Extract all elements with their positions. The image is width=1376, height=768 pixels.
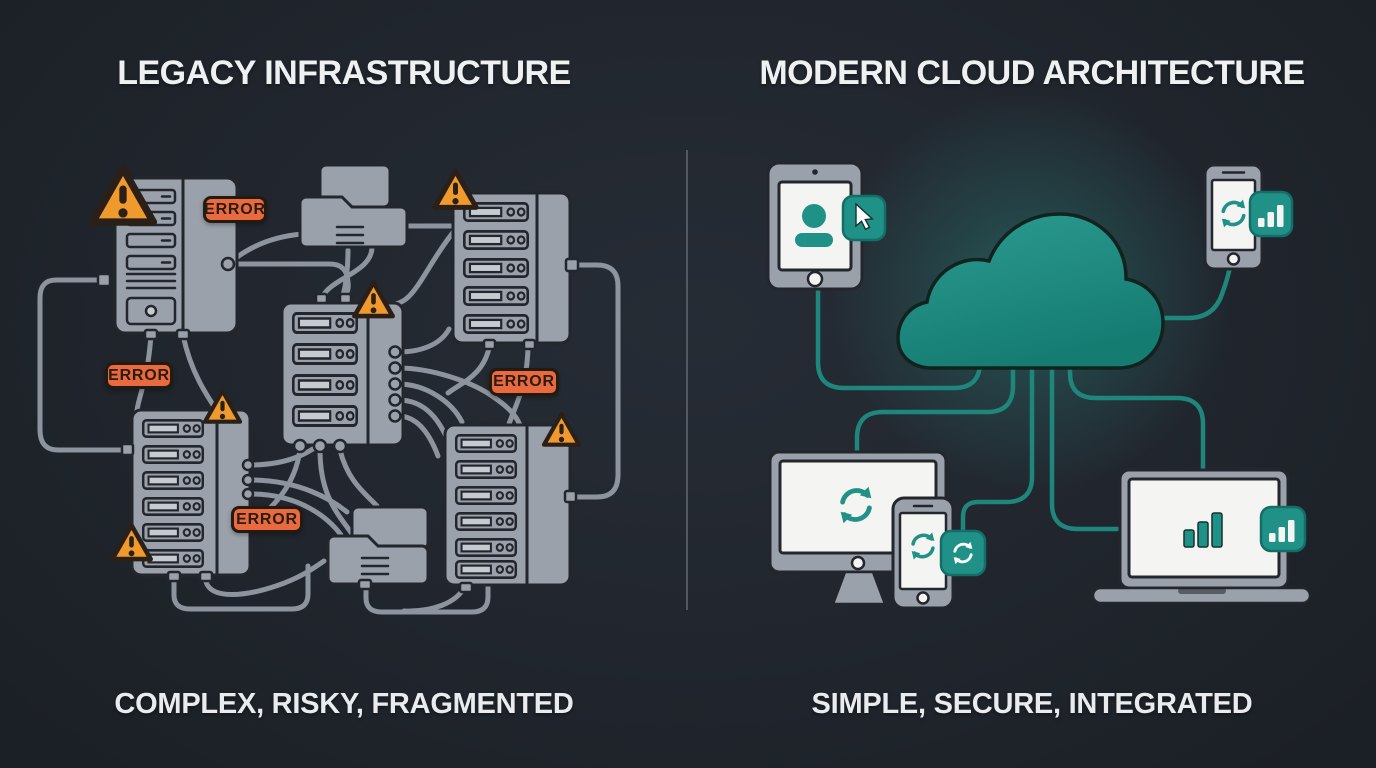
user-icon: [795, 204, 833, 247]
cloud-icon: [896, 212, 1165, 370]
folder-icon: [298, 163, 409, 249]
warning-icon: [435, 171, 476, 207]
right-caption: SIMPLE, SECURE, INTEGRATED: [811, 688, 1253, 720]
error-badge: ERROR: [203, 196, 267, 223]
tangled-wires: [37, 223, 621, 615]
cloud-connections: [815, 264, 1233, 534]
legacy-diagram: [37, 163, 621, 615]
bar-chart-badge: [1259, 505, 1307, 553]
left-title: LEGACY INFRASTRUCTURE: [117, 54, 571, 92]
rack-server-icon: [451, 191, 580, 351]
cursor-icon: [855, 202, 874, 231]
bar-chart-icon: [1183, 512, 1223, 548]
divider-line: [686, 150, 688, 610]
bar-chart-badge: [1248, 190, 1294, 238]
error-badge: ERROR: [489, 368, 559, 396]
error-badge: ERROR: [105, 362, 173, 389]
smartphone-icon: [891, 496, 987, 610]
warning-icon: [205, 391, 240, 422]
warning-icon: [354, 282, 392, 316]
rack-server-icon: [120, 408, 255, 583]
smartphone-icon: [1203, 163, 1294, 271]
cursor-badge: [841, 194, 887, 242]
folder-icon: [326, 505, 430, 591]
bar-chart-icon: [1258, 205, 1284, 227]
laptop-icon: [1091, 468, 1312, 605]
rack-server-icon: [443, 423, 578, 594]
tablet-icon: [766, 161, 887, 291]
error-badge: ERROR: [231, 506, 303, 533]
modern-diagram: [766, 92, 1312, 610]
right-title: MODERN CLOUD ARCHITECTURE: [759, 54, 1305, 92]
sync-badge: [939, 529, 987, 577]
rack-server-icon: [280, 292, 405, 454]
left-caption: COMPLEX, RISKY, FRAGMENTED: [114, 688, 574, 720]
